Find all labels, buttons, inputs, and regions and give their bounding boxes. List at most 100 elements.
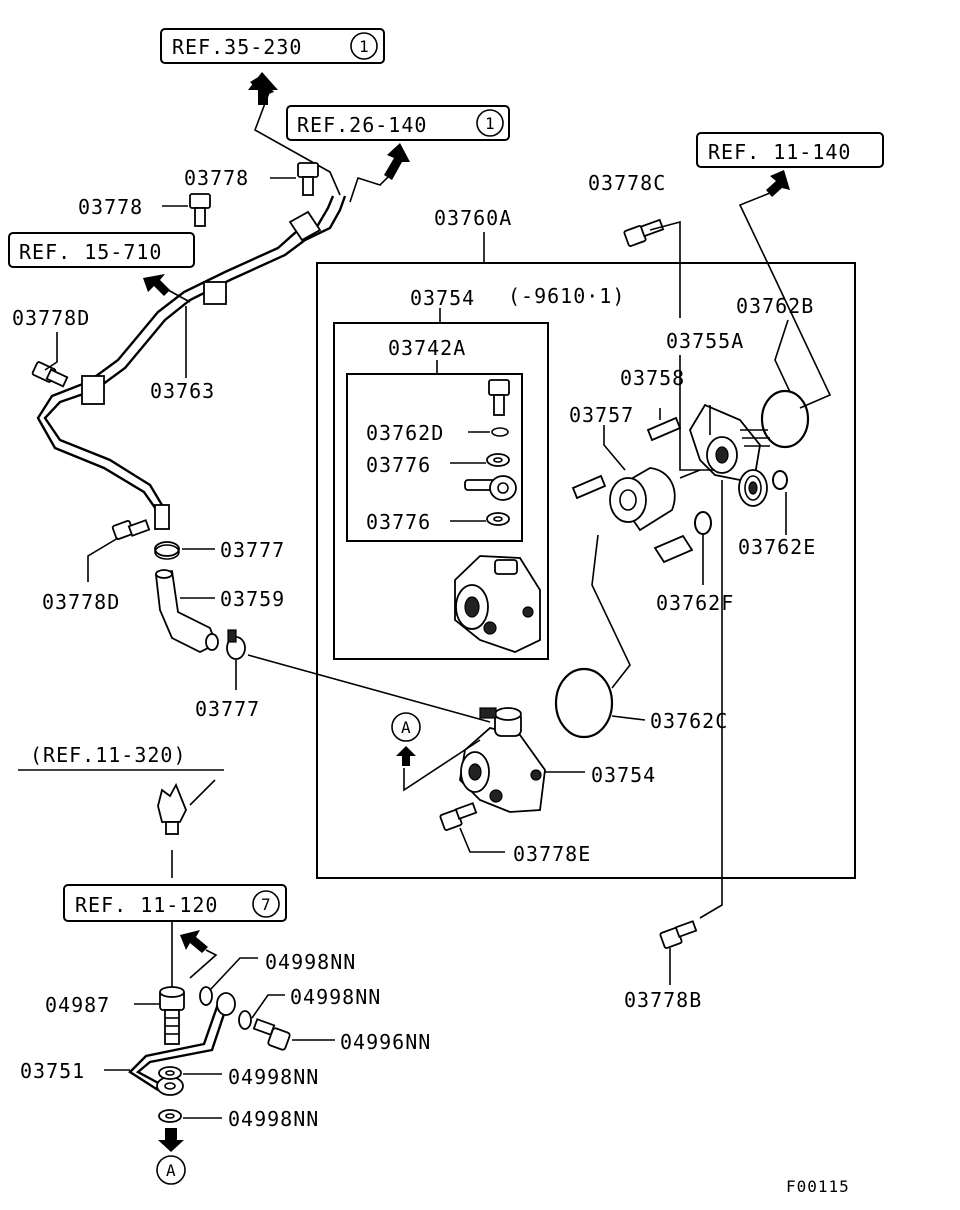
- label-03778-a: 03778: [184, 166, 249, 190]
- label-03759: 03759: [220, 587, 285, 611]
- label-04998NN-c: 04998NN: [228, 1065, 319, 1089]
- o-ring-icon: [491, 427, 509, 437]
- washer-icon: [486, 453, 510, 467]
- o-ring-icon: [554, 667, 614, 739]
- hose-03759: [155, 569, 219, 654]
- label-03742A: 03742A: [388, 336, 466, 360]
- label-03760A: 03760A: [434, 206, 512, 230]
- washer-icon: [158, 1109, 182, 1123]
- assembly-box-03742A: [346, 373, 523, 542]
- label-03763: 03763: [150, 379, 215, 403]
- arrow-up-icon: [143, 274, 191, 303]
- ref-box-35-230[interactable]: REF.35-230 1: [160, 28, 385, 64]
- label-03758: 03758: [620, 366, 685, 390]
- label-03754-bot: 03754: [591, 763, 656, 787]
- label-03762F: 03762F: [656, 591, 734, 615]
- o-ring-icon: [760, 389, 810, 449]
- label-03751: 03751: [20, 1059, 85, 1083]
- label-03776-a: 03776: [366, 453, 431, 477]
- bolt-icon: [659, 920, 698, 949]
- label-03762B: 03762B: [736, 294, 814, 318]
- vane-03758-c: [653, 534, 694, 564]
- arrow-down-icon: [158, 1128, 184, 1152]
- pump-housing-03755A: [679, 403, 770, 481]
- bolt-icon: [297, 162, 319, 196]
- label-03778C: 03778C: [588, 171, 666, 195]
- bolt-icon: [189, 193, 211, 227]
- label-03757: 03757: [569, 403, 634, 427]
- arrow-up-icon: [180, 930, 218, 979]
- washer-icon: [199, 986, 213, 1006]
- label-03762C: 03762C: [650, 709, 728, 733]
- label-03762D: 03762D: [366, 421, 444, 445]
- bolt-icon: [439, 802, 478, 831]
- arrow-up-icon: [248, 72, 341, 196]
- arrow-up-icon: [738, 170, 832, 409]
- label-03778D-bot: 03778D: [42, 590, 120, 614]
- union-bolt-04987: [159, 986, 185, 1045]
- washer-icon: [238, 1010, 252, 1030]
- assembly-box-03760A: [316, 262, 856, 879]
- label-04987: 04987: [45, 993, 110, 1017]
- shaft-gear-03762E: [738, 469, 768, 507]
- vacuum-pipe-03763: [36, 195, 347, 530]
- label-03778E: 03778E: [513, 842, 591, 866]
- svg-text:REF.26-140: REF.26-140: [297, 113, 427, 137]
- label-9610: (-9610·1): [508, 284, 625, 308]
- banjo-fitting: [464, 475, 517, 501]
- label-04998NN-a: 04998NN: [265, 950, 356, 974]
- vacuum-pump-03754: [459, 707, 546, 813]
- vane-03758-b: [571, 474, 607, 500]
- bolt-icon: [111, 519, 151, 540]
- o-ring-icon: [694, 511, 712, 535]
- label-03778-b: 03778: [78, 195, 143, 219]
- label-03776-b: 03776: [366, 510, 431, 534]
- label-03777-a: 03777: [220, 538, 285, 562]
- clamp-03777-upper: [154, 541, 180, 560]
- vacuum-pump-03754-inner: [454, 555, 541, 653]
- arrow-up-icon: [349, 143, 410, 203]
- bolt-icon: [252, 1018, 291, 1051]
- ref-box-11-140[interactable]: REF. 11-140: [696, 132, 884, 168]
- svg-text:1: 1: [485, 114, 496, 133]
- circle-marker-icon: A: [156, 1155, 186, 1185]
- vane-03758-a: [646, 416, 682, 442]
- label-03778B: 03778B: [624, 988, 702, 1012]
- o-ring-icon: [772, 470, 788, 490]
- label-04998NN-b: 04998NN: [290, 985, 381, 1009]
- leader-lines: [44, 177, 791, 1119]
- washer-icon: [158, 1066, 182, 1080]
- circle-marker-icon: A: [391, 712, 481, 792]
- label-03762E: 03762E: [738, 535, 816, 559]
- figure-code: F00115: [786, 1177, 850, 1196]
- svg-text:A: A: [401, 718, 412, 737]
- ref-text-11-320[interactable]: (REF.11-320): [18, 743, 224, 771]
- label-03777-b: 03777: [195, 697, 260, 721]
- label-03754-top: 03754: [410, 286, 475, 310]
- svg-text:REF. 11-120: REF. 11-120: [75, 893, 218, 917]
- svg-text:REF. 15-710: REF. 15-710: [19, 240, 162, 264]
- svg-text:A: A: [166, 1161, 177, 1180]
- svg-text:REF. 11-140: REF. 11-140: [708, 140, 851, 164]
- rotor-03757: [609, 467, 676, 532]
- svg-text:1: 1: [359, 37, 370, 56]
- svg-text:(REF.11-320): (REF.11-320): [30, 743, 187, 767]
- assembly-box-03754: [333, 322, 549, 660]
- clamp-03777-lower: [226, 629, 246, 660]
- svg-text:7: 7: [261, 895, 272, 914]
- svg-text:REF.35-230: REF.35-230: [172, 35, 302, 59]
- label-03778D-top: 03778D: [12, 306, 90, 330]
- ref-box-15-710[interactable]: REF. 15-710: [8, 232, 195, 268]
- label-04998NN-d: 04998NN: [228, 1107, 319, 1131]
- ref-box-26-140[interactable]: REF.26-140 1: [286, 105, 510, 141]
- label-04996NN: 04996NN: [340, 1030, 431, 1054]
- oil-pipe-03751: [128, 992, 236, 1096]
- bolt-icon: [623, 218, 665, 247]
- washer-icon: [486, 512, 510, 526]
- ref-box-11-120[interactable]: REF. 11-120 7: [63, 884, 287, 922]
- bolt-icon: [31, 361, 69, 388]
- label-03755A: 03755A: [666, 329, 744, 353]
- bolt-icon: [488, 379, 510, 416]
- sensor-11-320: [157, 779, 216, 835]
